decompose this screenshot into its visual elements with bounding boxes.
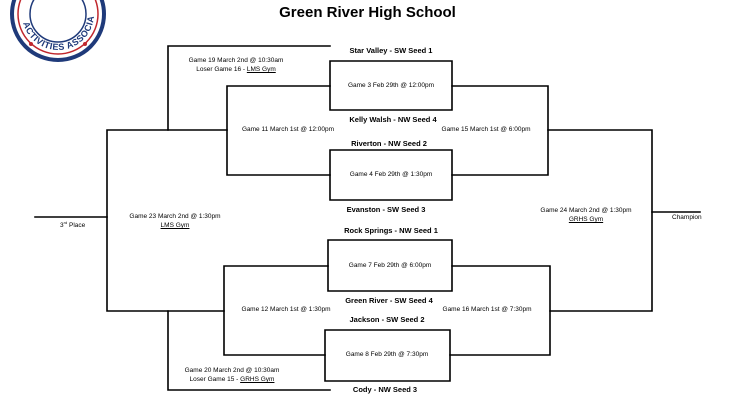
game-7-label: Game 7 Feb 29th @ 6:00pm [348, 262, 432, 269]
game-11-label: Game 11 March 1st @ 12:00pm [241, 126, 335, 133]
game-20-loser-prefix: Loser Game 15 - [189, 376, 241, 383]
game-3-label: Game 3 Feb 29th @ 12:00pm [347, 82, 435, 89]
third-place-word: Place [67, 222, 86, 229]
bracket-line-game24 [547, 129, 653, 312]
game-19-venue: LMS Gym [246, 66, 276, 73]
team-green-river: Green River - SW Seed 4 [345, 296, 433, 305]
game-15-label: Game 15 March 1st @ 6:00pm [441, 126, 531, 133]
team-jackson: Jackson - SW Seed 2 [349, 315, 425, 324]
game-23-venue: LMS Gym [160, 222, 190, 229]
page-title: Green River High School [279, 4, 456, 21]
team-kelly-walsh: Kelly Walsh - NW Seed 4 [349, 115, 437, 124]
game-12-label: Game 12 March 1st @ 1:30pm [241, 306, 331, 313]
bracket-line-game4 [329, 149, 453, 201]
association-logo-icon: ACTIVITIES ASSOCIA [10, 0, 106, 62]
game-8-label: Game 8 Feb 29th @ 7:30pm [345, 351, 429, 358]
bracket-line-game7 [327, 239, 453, 292]
bracket-line-game23 [106, 129, 228, 312]
bracket-line-game19 [167, 45, 331, 131]
game-24-venue: GRHS Gym [568, 216, 604, 223]
game-20-venue: GRHS Gym [240, 376, 275, 383]
game-19-label: Game 19 March 2nd @ 10:30am [188, 57, 284, 64]
third-place-number: 3 [60, 222, 64, 229]
game-19-loser-line: Loser Game 16 - LMS Gym [196, 66, 275, 74]
team-rock-springs: Rock Springs - NW Seed 1 [344, 226, 438, 235]
bracket-line-game20 [167, 310, 331, 391]
champion-label: Champion [672, 214, 702, 221]
game-16-label: Game 16 March 1st @ 7:30pm [442, 306, 532, 313]
team-cody: Cody - NW Seed 3 [352, 385, 418, 394]
team-star-valley: Star Valley - SW Seed 1 [349, 46, 433, 55]
game-20-loser-line: Loser Game 15 - GRHS Gym [190, 376, 275, 384]
bracket-line-game3 [329, 60, 453, 111]
third-place-suffix: rd [63, 219, 68, 225]
game-20-label: Game 20 March 2nd @ 10:30am [184, 367, 280, 374]
game-19-loser-prefix: Loser Game 16 - [196, 66, 247, 73]
bracket-line-game8 [324, 329, 451, 382]
team-evanston: Evanston - SW Seed 3 [346, 205, 426, 214]
third-place-label: 3rd Place [60, 219, 86, 230]
game-24-label: Game 24 March 2nd @ 1:30pm [540, 207, 632, 214]
game-4-label: Game 4 Feb 29th @ 1:30pm [349, 171, 433, 178]
game-23-label: Game 23 March 2nd @ 1:30pm [129, 213, 221, 220]
team-riverton: Riverton - NW Seed 2 [351, 139, 427, 148]
